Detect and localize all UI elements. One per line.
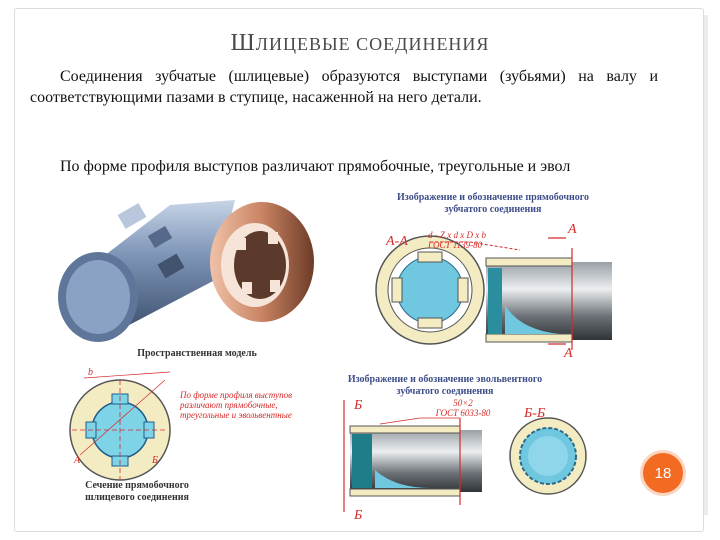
label-cut-b-top: Б — [354, 398, 363, 413]
page-number-badge: 18 — [640, 450, 686, 496]
paragraph-profile-types: По форме профиля выступов различают прям… — [60, 158, 571, 175]
caption-3d-model: Пространственная модель — [137, 348, 257, 359]
longitudinal-view-top — [430, 237, 612, 350]
label-section-b-b: Б-Б — [524, 406, 546, 421]
section-a-a-drawing — [375, 235, 485, 345]
paragraph-definition: Соединения зубчатые (шлицевые) образуютс… — [30, 68, 658, 106]
label-cut-b-bottom: Б — [354, 508, 363, 523]
rectangular-spline-section — [69, 371, 171, 481]
section-b-b-drawing — [509, 417, 587, 495]
spline-hub-3d — [210, 202, 314, 322]
spline-shaft-3d — [58, 200, 235, 342]
label-width-b: b — [88, 367, 93, 378]
slide-frame — [14, 8, 708, 532]
longitudinal-view-bottom — [343, 400, 482, 512]
slide-title: ШЛИЦЕВЫЕ СОЕДИНЕНИЯ — [230, 30, 490, 56]
section-note: По форме профиля выступов различают прям… — [180, 390, 292, 420]
label-cut-a-top: А — [568, 222, 577, 237]
label-a: А — [74, 455, 81, 466]
label-section-a-a: А-А — [386, 234, 408, 249]
label-cut-a-bottom: А — [564, 346, 573, 361]
label-b: Б — [152, 455, 158, 466]
